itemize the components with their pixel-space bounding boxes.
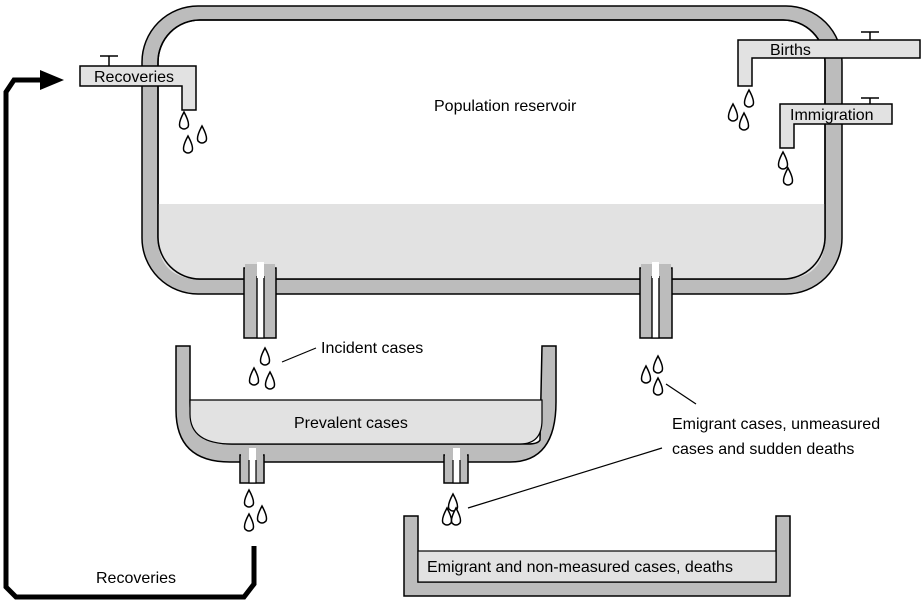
water-drop-icon: [264, 370, 276, 390]
water-drop-icon: [743, 88, 755, 108]
water-drop-icon: [441, 506, 453, 526]
population-reservoir-label: Population reservoir: [434, 98, 577, 115]
water-drop-icon: [447, 492, 459, 512]
water-drop-icon: [738, 111, 750, 131]
immigration-tap: Immigration: [779, 97, 893, 149]
emigrant-cases-label-line2: cases and sudden deaths: [672, 441, 854, 458]
water-drop-icon: [727, 102, 739, 122]
basin-liquid: [417, 550, 777, 583]
immigration-tap-pipe: [779, 103, 893, 149]
recoveries-tap-label: Recoveries: [94, 69, 174, 86]
water-drop-icon: [256, 504, 268, 524]
bowl-outlet-pipe-right: [443, 448, 469, 484]
water-drop-icon: [777, 150, 789, 170]
water-drop-icon: [243, 488, 255, 508]
births-tap: Births: [737, 31, 921, 87]
emigrant-basin: Emigrant and non-measured cases, deaths: [403, 515, 791, 597]
water-drop-icon: [243, 512, 255, 532]
valve-icon: [861, 31, 879, 40]
water-drop-icon: [782, 166, 794, 186]
water-drop-icon: [248, 366, 260, 386]
bowl-outlet-pipe-left: [239, 448, 265, 484]
recoveries-flow-label: Recoveries: [96, 570, 176, 587]
population-reservoir-tank: Population reservoir: [141, 5, 843, 339]
incident-cases-pointer: [281, 347, 317, 363]
valve-icon: [100, 55, 118, 66]
water-drop-icon: [196, 124, 208, 144]
water-drop-icon: [259, 346, 271, 366]
water-drop-icon: [640, 364, 652, 384]
recoveries-tap: Recoveries: [79, 55, 197, 111]
feedback-arrow-icon: [3, 70, 257, 600]
water-drop-icon: [450, 506, 462, 526]
emigrant-basin-label: Emigrant and non-measured cases, deaths: [427, 559, 733, 576]
basin-wall: [403, 515, 791, 597]
prevalent-cases-bowl: Prevalent cases: [175, 345, 557, 484]
recoveries-tap-pipe: [79, 65, 197, 111]
emigrant-cases-pointer-lower: [467, 447, 663, 509]
births-tap-pipe: [737, 39, 921, 87]
reservoir-outlet-pipe-right: [639, 262, 673, 339]
valve-icon: [861, 97, 879, 104]
immigration-tap-label: Immigration: [790, 107, 874, 124]
water-drop-icon: [182, 134, 194, 154]
incident-cases-label: Incident cases: [321, 340, 423, 357]
prevalent-cases-label: Prevalent cases: [294, 415, 408, 432]
reservoir-liquid: [158, 204, 825, 279]
bowl-liquid: [189, 399, 543, 445]
births-tap-label: Births: [770, 42, 811, 59]
emigrant-cases-label-line1: Emigrant cases, unmeasured: [672, 416, 880, 433]
reservoir-outlet-pipe-left: [243, 262, 277, 339]
water-drop-icon: [652, 354, 664, 374]
water-drop-icon: [178, 110, 190, 130]
water-drop-icon: [652, 376, 664, 396]
emigrant-cases-pointer-upper: [665, 383, 697, 405]
water-drop-icons: [178, 88, 794, 532]
